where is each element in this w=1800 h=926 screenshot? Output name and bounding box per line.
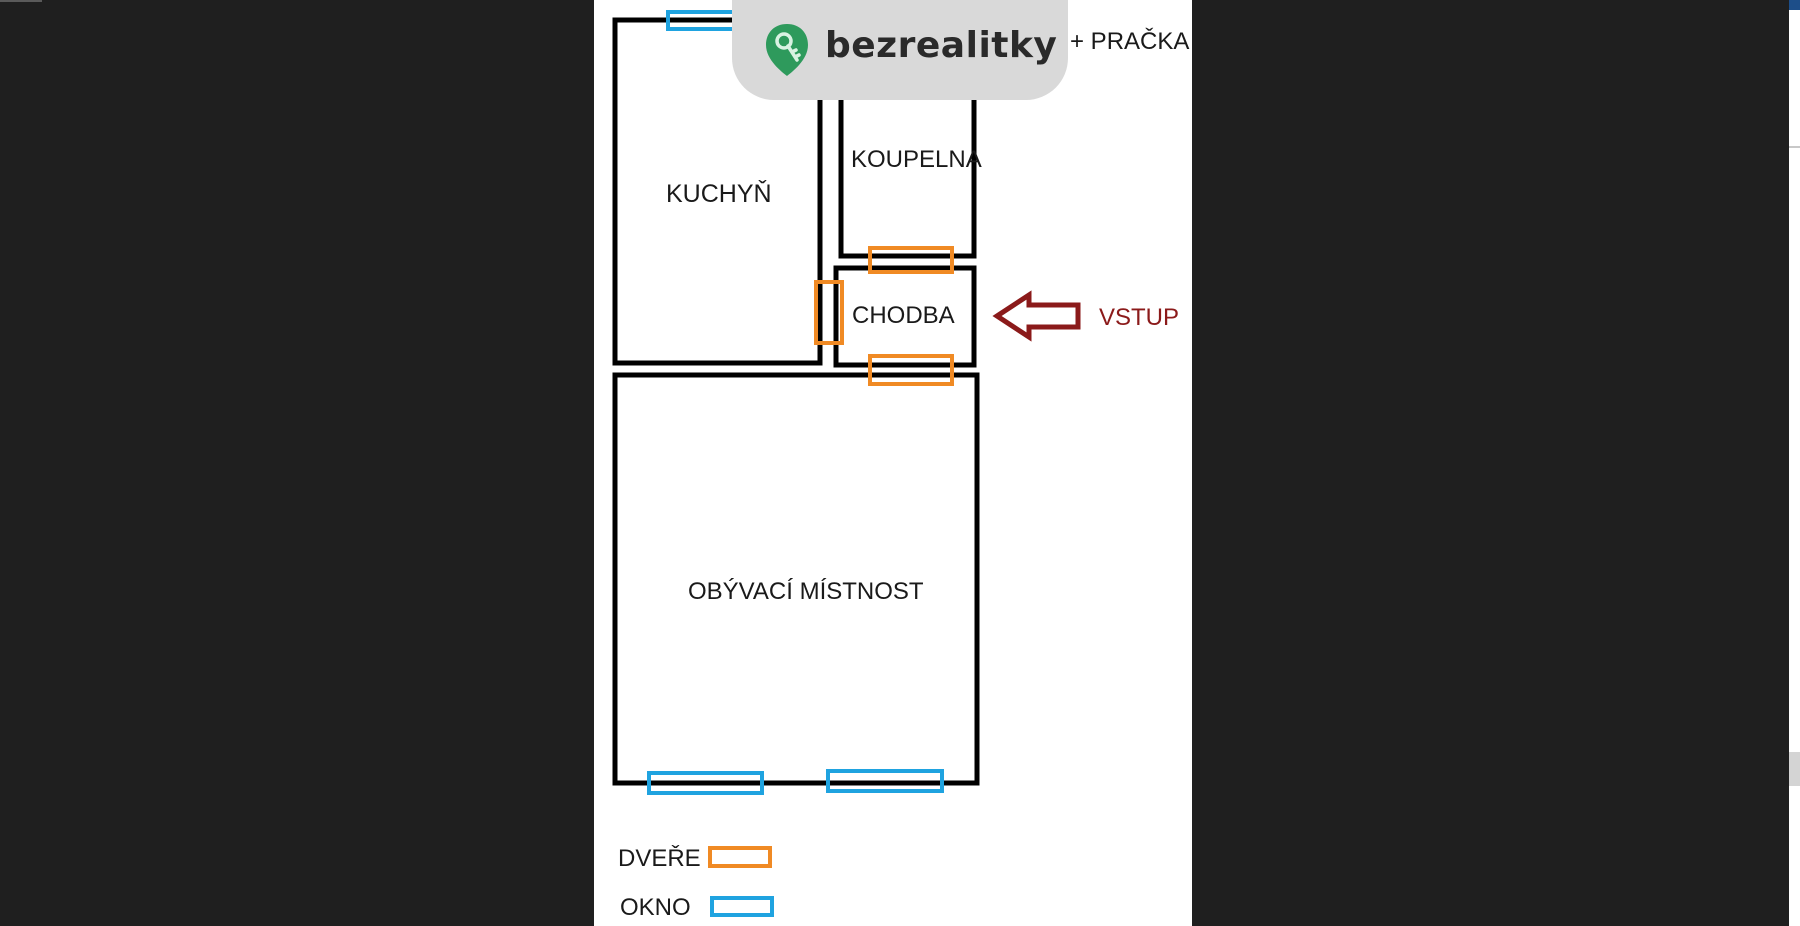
legend-door-swatch [708,846,772,868]
window-living-left [647,771,764,795]
room-label-bathroom: KOUPELNA [851,146,982,173]
scrollbar-thumb[interactable] [1789,752,1800,786]
watermark-brand: bezrealitky [825,25,1058,66]
side-panel-edge [1789,0,1800,926]
side-panel-header [1789,0,1800,10]
living-room [612,372,980,786]
key-pin-icon [766,24,808,76]
hallway-room [833,265,977,368]
entrance-label: VSTUP [1099,304,1180,331]
entrance-arrow [992,290,1081,342]
legend-window-swatch [710,896,774,917]
window-living-right [826,769,944,793]
side-panel-divider [1789,146,1800,148]
room-label-hallway: CHODBA [852,302,955,329]
room-label-kitchen: KUCHYŇ [666,180,772,208]
room-label-living: OBÝVACÍ MÍSTNOST [688,578,924,605]
legend-window-label: OKNO [620,894,691,921]
door-kitchen [814,280,844,345]
viewer-corner-tab [0,0,42,2]
note-washing-machine: + PRAČKA [1070,28,1190,55]
legend-door-label: DVEŘE [618,845,701,872]
floor-plan-drawing [612,10,1081,917]
door-living [868,354,954,386]
bathroom-room [838,92,977,259]
door-bathroom [868,246,954,274]
kitchen-room [612,17,823,366]
floor-plan-image: KUCHYŇ KOUPELNA CHODBA OBÝVACÍ MÍSTNOST … [594,0,1192,926]
bezrealitky-watermark: bezrealitky [732,0,1068,100]
